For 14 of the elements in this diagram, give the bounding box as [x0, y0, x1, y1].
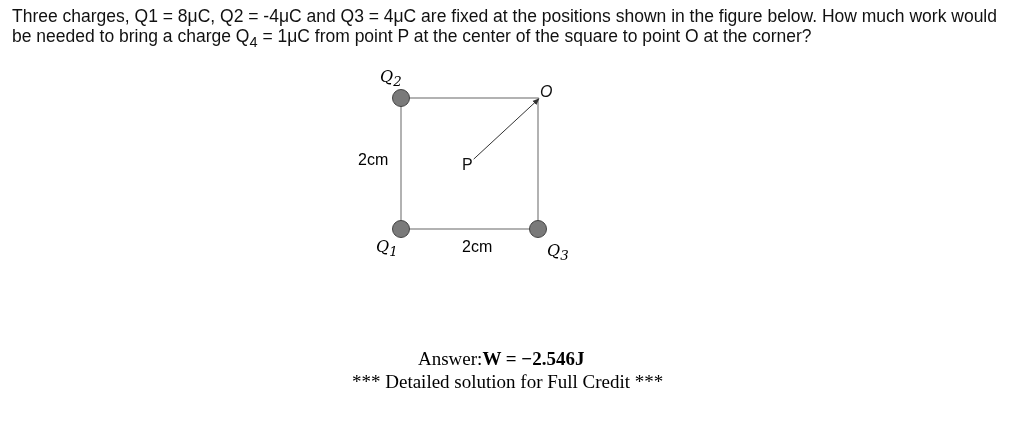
- note-text: *** Detailed solution for Full Credit ***: [352, 371, 664, 393]
- charge-label: Q$_{2}$: [380, 68, 402, 92]
- charge-label: Q$_{3}$: [547, 242, 569, 266]
- answer-text: Answer:W = −2.546J: [418, 348, 585, 370]
- dimension-label: 2cm: [358, 151, 389, 169]
- charge-label: Q$_{1}$: [376, 238, 398, 262]
- charge-circle: [529, 220, 547, 238]
- charge-circle: [392, 220, 410, 238]
- charge-circle: [392, 89, 410, 107]
- arrow: [473, 98, 540, 160]
- point-label: O: [540, 83, 553, 101]
- dimension-label: 2cm: [462, 238, 493, 256]
- question-text: Three charges, Q1 = 8μC, Q2 = -4μC and Q3 = 4μC are fixed at the positions shown in the figure below. How much work would be needed to bring a charge Q$_{4}$ = 1μC from point P at the center of the square to point O at the corner?: [12, 6, 998, 52]
- point-label: P: [462, 156, 473, 174]
